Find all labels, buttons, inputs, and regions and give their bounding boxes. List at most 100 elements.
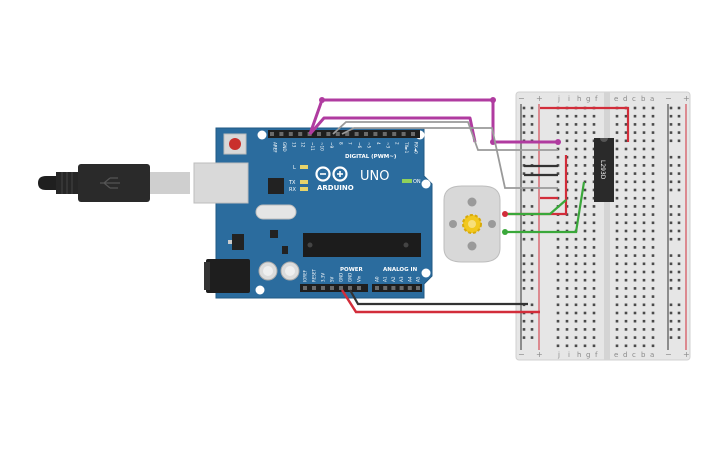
digital-pin-4[interactable] [307,132,312,136]
breadboard-hole[interactable] [583,147,587,151]
breadboard-hole[interactable] [633,237,637,241]
breadboard-hole[interactable] [624,131,628,134]
breadboard-hole[interactable] [592,246,596,249]
breadboard-hole[interactable] [624,147,628,151]
breadboard-hole[interactable] [624,123,628,126]
breadboard-hole[interactable] [651,172,655,175]
breadboard-hole[interactable] [633,311,637,315]
power-pin-0[interactable] [303,286,307,290]
rail-hole[interactable] [530,237,534,241]
breadboard-hole[interactable] [624,254,628,257]
rail-hole[interactable] [677,114,681,118]
rail-hole[interactable] [669,106,673,110]
breadboard-hole[interactable] [615,123,619,126]
breadboard-hole[interactable] [592,319,596,323]
rail-hole[interactable] [677,131,681,134]
breadboard-hole[interactable] [633,164,637,167]
breadboard-hole[interactable] [624,344,628,348]
rail-hole[interactable] [677,270,681,274]
wires[interactable] [308,97,630,314]
breadboard-hole[interactable] [642,106,646,110]
rail-hole[interactable] [530,254,534,257]
breadboard-hole[interactable] [633,336,637,339]
breadboard-hole[interactable] [615,114,619,118]
breadboard-hole[interactable] [565,336,569,339]
breadboard-hole[interactable] [615,287,619,290]
breadboard-hole[interactable] [583,295,587,298]
breadboard-hole[interactable] [556,172,560,175]
rail-hole[interactable] [530,205,534,208]
breadboard-hole[interactable] [583,221,587,225]
digital-pin-2[interactable] [288,132,293,136]
breadboard-hole[interactable] [556,303,560,307]
breadboard-hole[interactable] [574,303,578,307]
breadboard-hole[interactable] [624,311,628,315]
rail-hole[interactable] [530,328,534,331]
breadboard-hole[interactable] [556,246,560,249]
digital-pin-7[interactable] [335,132,340,136]
breadboard-hole[interactable] [642,114,646,118]
breadboard-hole[interactable] [574,328,578,331]
rail-hole[interactable] [669,303,673,307]
breadboard-hole[interactable] [574,336,578,339]
breadboard-hole[interactable] [592,295,596,298]
breadboard-hole[interactable] [651,180,655,184]
breadboard-hole[interactable] [565,147,569,151]
breadboard-hole[interactable] [565,295,569,298]
breadboard-hole[interactable] [565,287,569,290]
rail-hole[interactable] [530,131,534,134]
breadboard-hole[interactable] [615,205,619,208]
breadboard-hole[interactable] [615,262,619,266]
breadboard-hole[interactable] [633,205,637,208]
breadboard-hole[interactable] [633,328,637,331]
breadboard-hole[interactable] [592,229,596,233]
breadboard-hole[interactable] [583,123,587,126]
breadboard-hole[interactable] [642,237,646,241]
breadboard-hole[interactable] [574,123,578,126]
breadboard-hole[interactable] [574,139,578,143]
breadboard-hole[interactable] [651,139,655,143]
rail-hole[interactable] [669,123,673,126]
breadboard-hole[interactable] [592,237,596,241]
breadboard-hole[interactable] [592,278,596,282]
breadboard-hole[interactable] [642,172,646,175]
breadboard-hole[interactable] [583,254,587,257]
breadboard-hole[interactable] [633,196,637,200]
breadboard-hole[interactable] [574,262,578,266]
rail-hole[interactable] [530,278,534,282]
breadboard-hole[interactable] [565,278,569,282]
digital-pin-13[interactable] [392,132,397,136]
breadboard-hole[interactable] [565,131,569,134]
breadboard-hole[interactable] [583,237,587,241]
breadboard-hole[interactable] [565,319,569,323]
breadboard-hole[interactable] [651,213,655,216]
wire-red-rail-to-chip[interactable] [540,106,630,142]
breadboard-hole[interactable] [642,164,646,167]
breadboard-hole[interactable] [642,278,646,282]
breadboard-hole[interactable] [556,278,560,282]
breadboard-hole[interactable] [615,164,619,167]
rail-hole[interactable] [522,188,526,192]
breadboard-hole[interactable] [565,114,569,118]
rail-hole[interactable] [530,303,534,307]
analog-pin-1[interactable] [383,286,388,290]
rail-hole[interactable] [677,303,681,307]
rail-hole[interactable] [677,319,681,323]
breadboard-hole[interactable] [633,278,637,282]
digital-pin-3[interactable] [298,132,303,136]
breadboard-hole[interactable] [624,262,628,266]
breadboard-hole[interactable] [615,278,619,282]
breadboard-hole[interactable] [633,344,637,348]
breadboard-hole[interactable] [565,123,569,126]
rail-hole[interactable] [669,237,673,241]
breadboard-hole[interactable] [651,254,655,257]
breadboard-hole[interactable] [642,123,646,126]
breadboard-hole[interactable] [624,114,628,118]
breadboard-hole[interactable] [574,295,578,298]
rail-hole[interactable] [530,123,534,126]
breadboard-hole[interactable] [633,172,637,175]
breadboard-hole[interactable] [642,311,646,315]
breadboard-hole[interactable] [615,254,619,257]
breadboard-hole[interactable] [574,172,578,175]
rail-hole[interactable] [677,188,681,192]
